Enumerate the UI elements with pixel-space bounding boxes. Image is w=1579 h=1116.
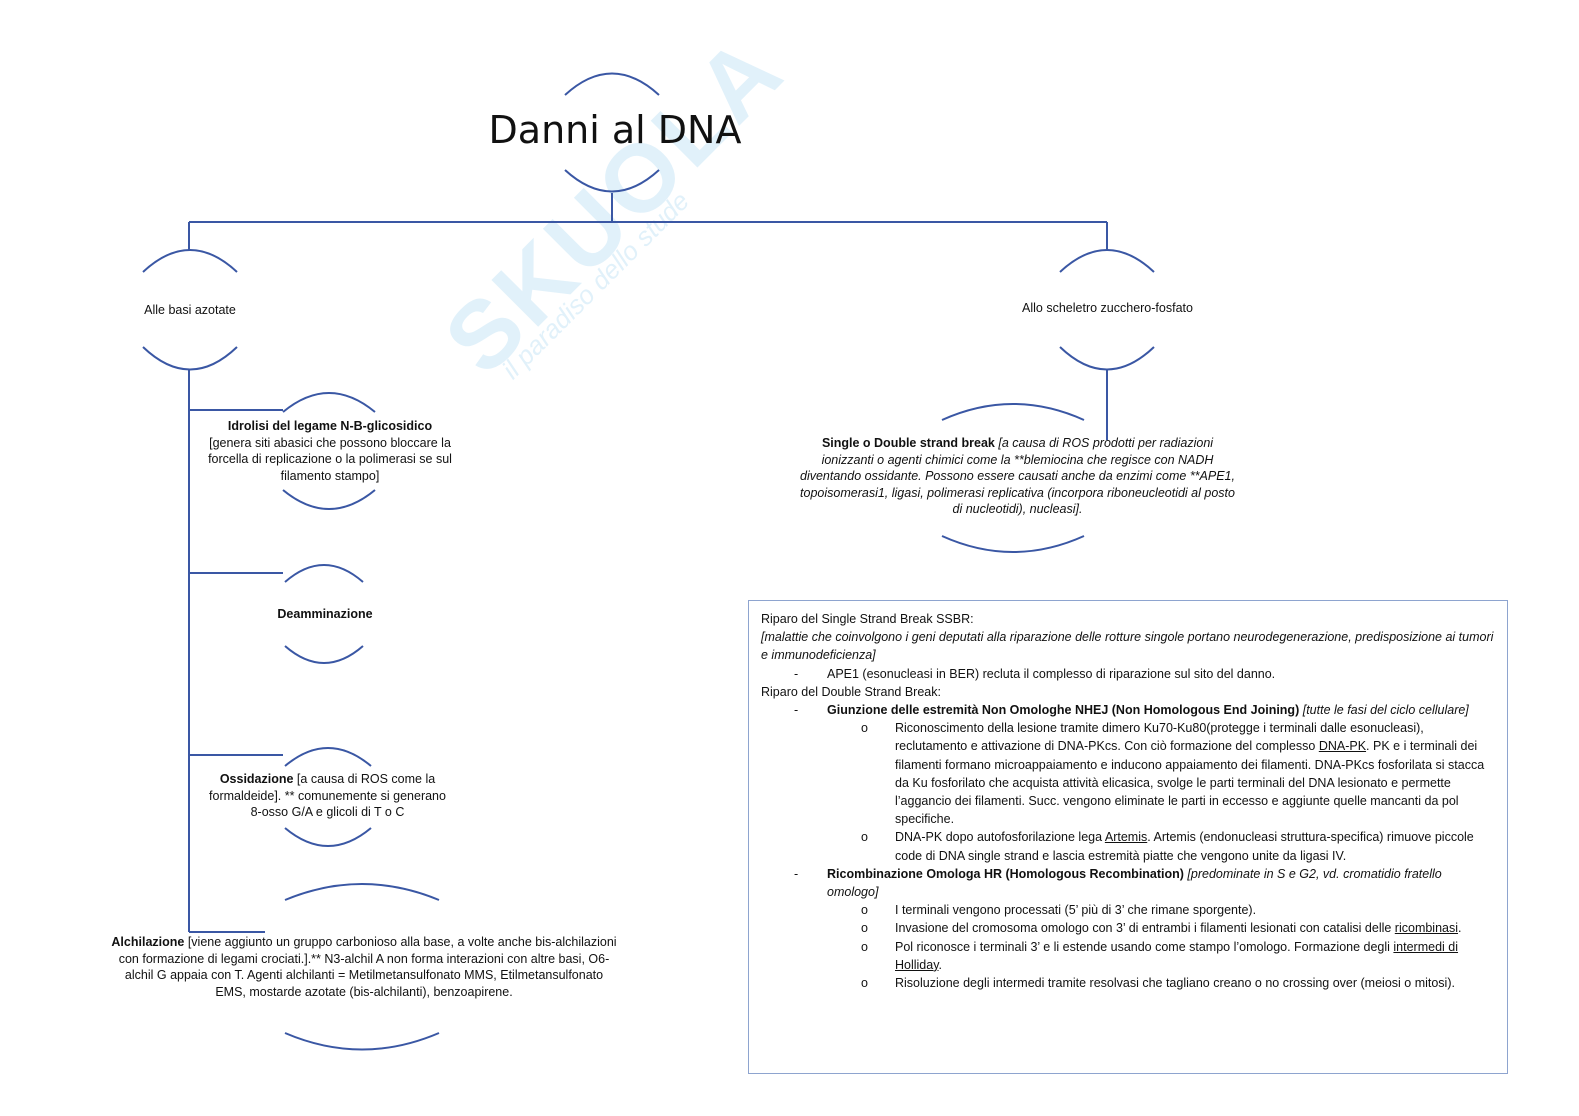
- hr-step-3: Pol riconosce i terminali 3’ e li estend…: [895, 939, 1459, 972]
- nhej-step-1: Riconoscimento della lesione tramite dim…: [895, 721, 1485, 827]
- node-alchilazione-title: Alchilazione: [111, 935, 185, 949]
- node-alchilazione-text: [viene aggiunto un gruppo carbonioso all…: [118, 935, 617, 999]
- connector-title: [188, 193, 1108, 250]
- node-deamminazione: Deamminazione: [250, 606, 400, 623]
- dsb-heading: Riparo del Double Strand Break:: [761, 684, 941, 699]
- node-ossidazione-title: Ossidazione: [219, 772, 294, 786]
- hr-step-4: Risoluzione degli intermedi tramite reso…: [895, 976, 1455, 991]
- circle-bullet: o: [861, 976, 868, 991]
- circle-bullet: o: [861, 921, 868, 936]
- ssbr-heading: Riparo del Single Strand Break SSBR:: [761, 612, 974, 626]
- title-arc-bottom: [564, 169, 660, 193]
- connector-left: [188, 370, 283, 933]
- hr-title: Ricombinazione Omologa HR (Homologous Re…: [827, 866, 1184, 881]
- node-idrolisi: Idrolisi del legame N-B-glicosidico [gen…: [200, 418, 460, 484]
- node-alchilazione: Alchilazione [viene aggiunto un gruppo c…: [108, 934, 620, 1000]
- circle-bullet: o: [861, 721, 868, 736]
- node-idrolisi-text: [genera siti abasici che possono bloccar…: [208, 435, 452, 483]
- node-ossidazione: Ossidazione [a causa di ROS come la form…: [205, 771, 450, 821]
- ssbr-note: [malattie che coinvolgono i geni deputat…: [761, 630, 1494, 663]
- dash-bullet: -: [794, 703, 799, 718]
- node-strand-break-title: Single o Double strand break: [821, 436, 995, 450]
- circle-bullet: o: [861, 830, 868, 845]
- nhej-step-2: DNA-PK dopo autofosforilazione lega Arte…: [895, 830, 1474, 863]
- dash-bullet: -: [794, 866, 799, 881]
- node-strand-break: Single o Double strand break [a causa di…: [795, 435, 1240, 518]
- node-deamminazione-title: Deamminazione: [277, 607, 373, 621]
- hr-note: [predominate in S e G2, vd. cromatidio f…: [827, 866, 1442, 900]
- branch-scheletro: Allo scheletro zucchero-fosfato: [1022, 301, 1193, 315]
- circle-bullet: o: [861, 903, 868, 918]
- nhej-title: Giunzione delle estremità Non Omologhe N…: [827, 703, 1300, 718]
- title-arc-top: [564, 72, 660, 96]
- hr-step-1: I terminali vengono processati (5’ più d…: [895, 903, 1257, 918]
- dash-bullet: -: [794, 666, 799, 681]
- node-ossidazione-text: [a causa di ROS come la formaldeide]. **…: [209, 772, 446, 819]
- nhej-note: [tutte le fasi del ciclo cellulare]: [1299, 703, 1469, 718]
- node-strand-break-text: [a causa di ROS prodotti per radiazioni …: [800, 436, 1235, 516]
- ssbr-item: APE1 (esonucleasi in BER) recluta il com…: [827, 666, 1276, 681]
- circle-bullet: o: [861, 939, 868, 954]
- node-idrolisi-title: Idrolisi del legame N-B-glicosidico: [227, 419, 433, 433]
- page-title: Danni al DNA: [488, 108, 742, 152]
- hr-step-2: Invasione del cromosoma omologo con 3’ d…: [895, 921, 1462, 936]
- repair-box: Riparo del Single Strand Break SSBR: [ma…: [748, 600, 1508, 1074]
- branch-basi-azotate: Alle basi azotate: [144, 303, 236, 317]
